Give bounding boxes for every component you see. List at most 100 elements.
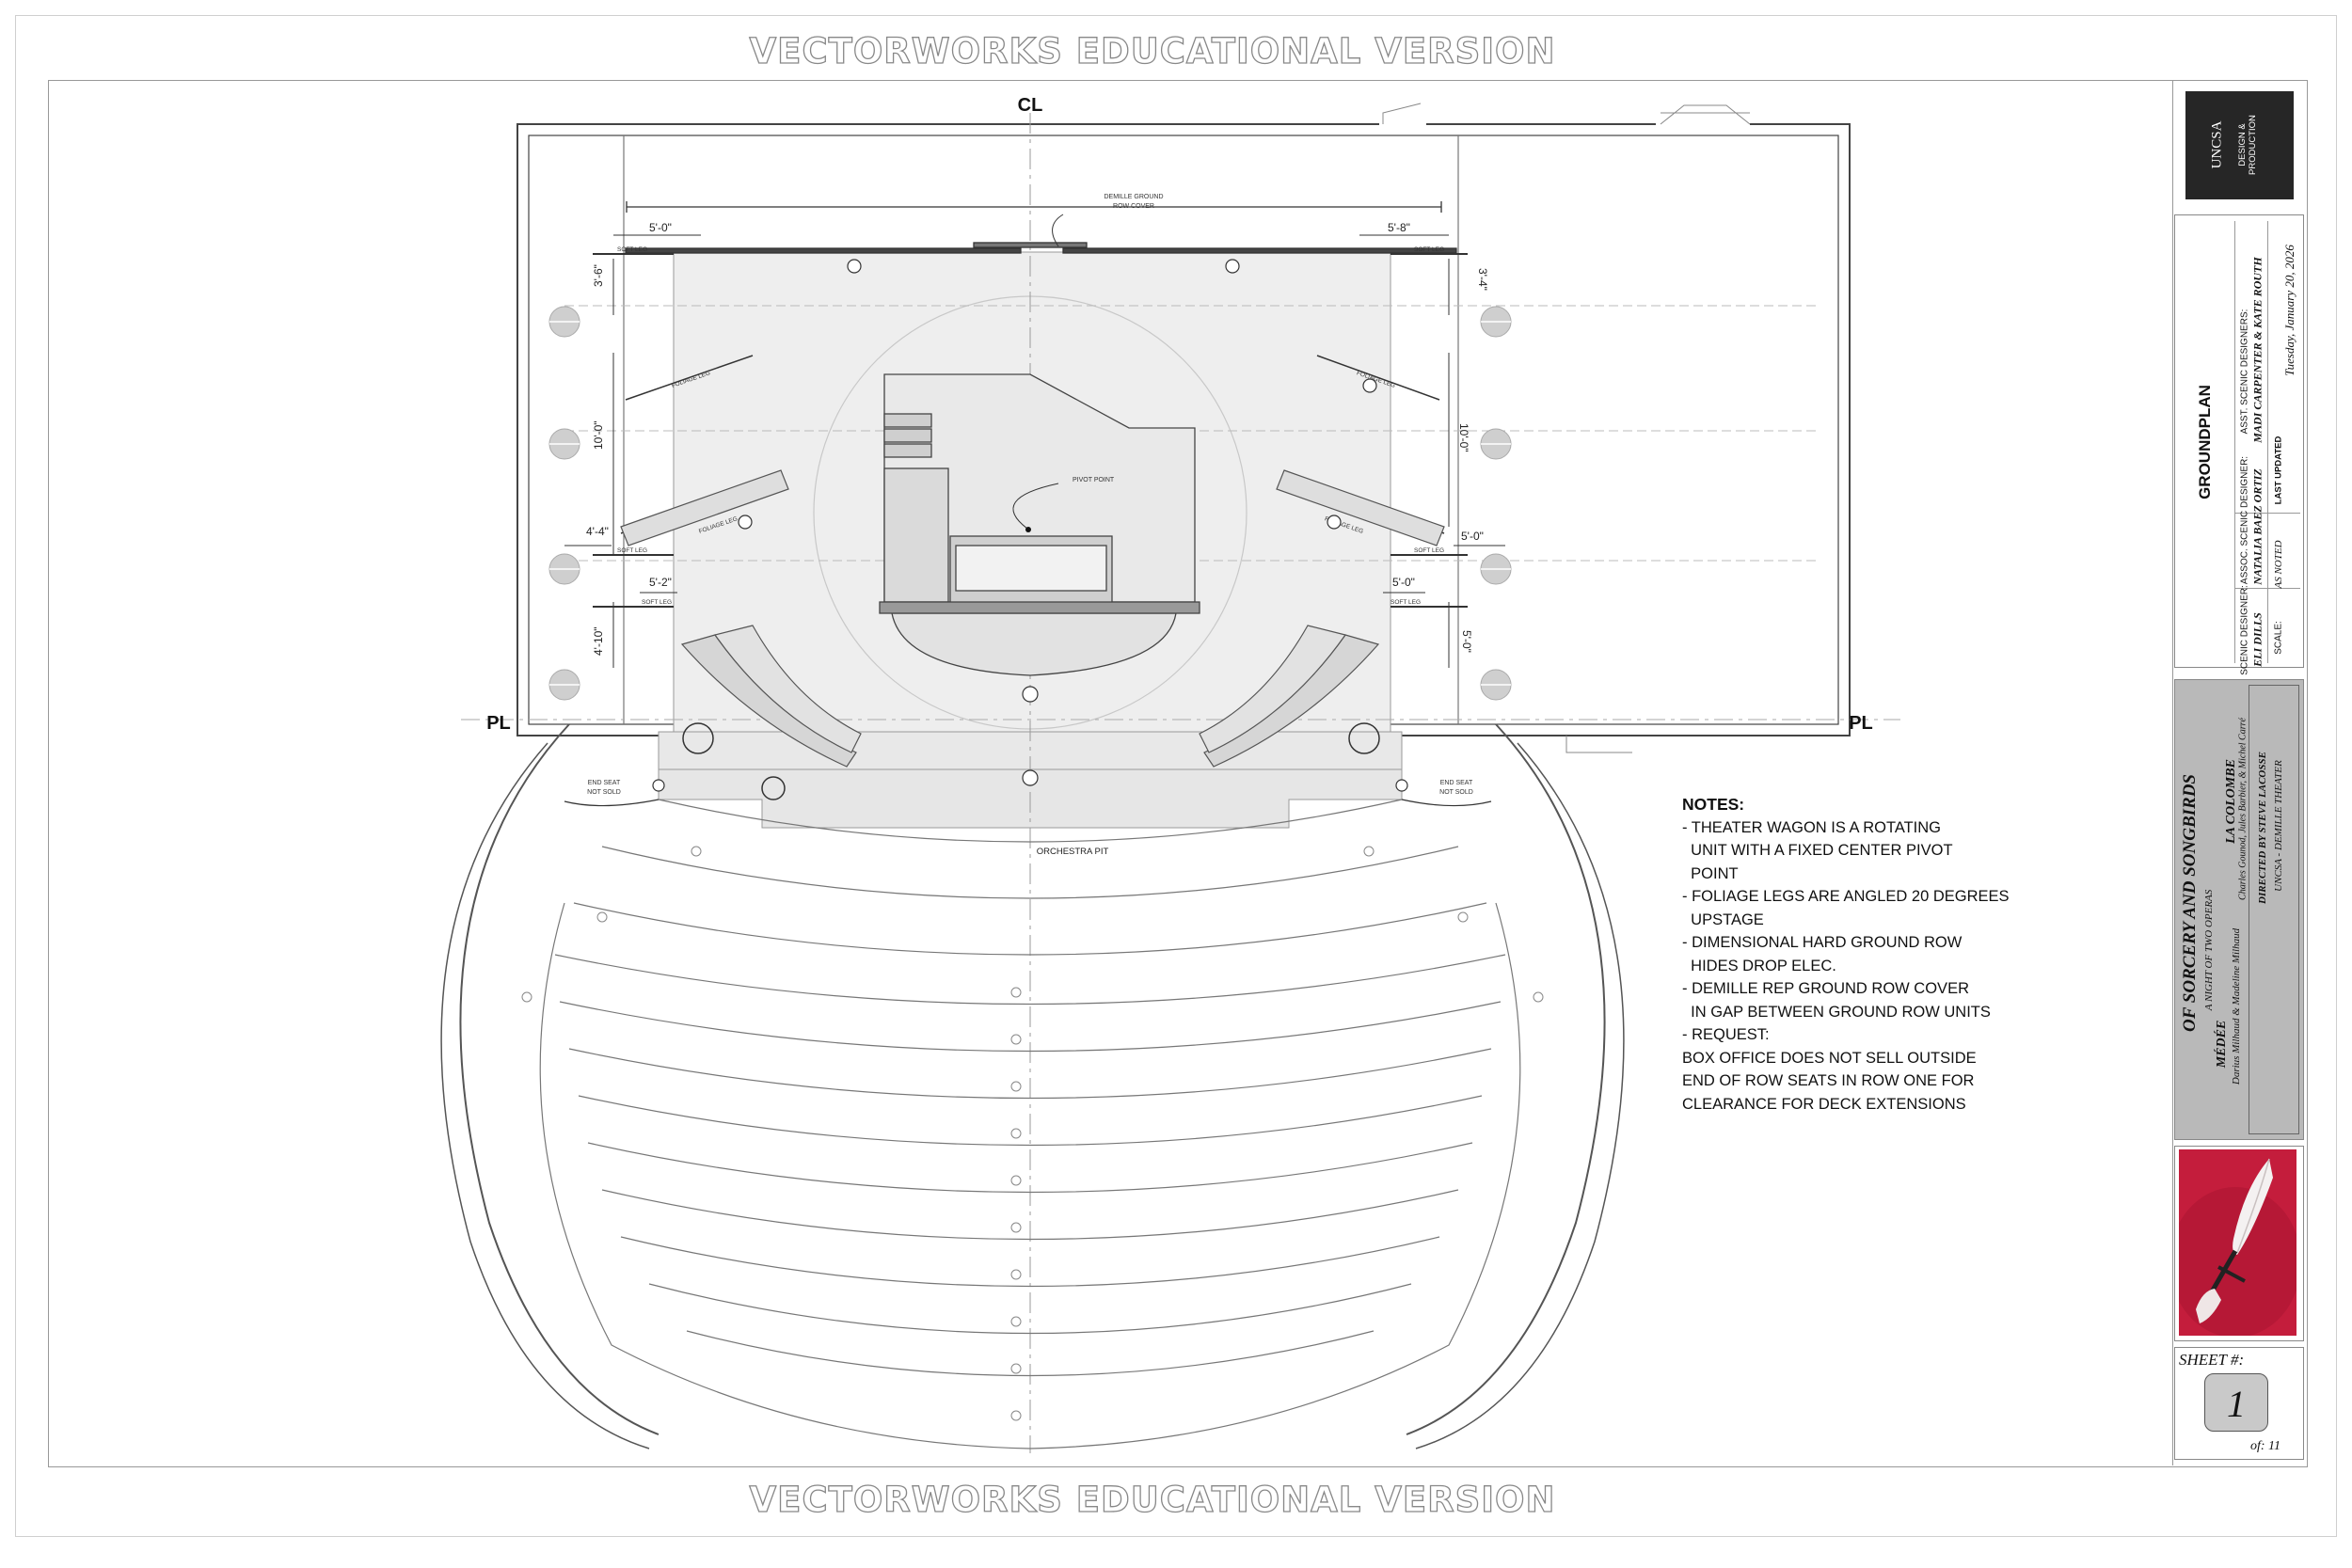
soft-leg-label: SOFT LEG	[617, 246, 647, 253]
assoc-designer-label: ASSOC. SCENIC DESIGNER:	[2239, 455, 2250, 585]
asst-designers-label: ASST. SCENIC DESIGNERS:	[2239, 309, 2250, 435]
logo-sub-2: PRODUCTION	[2248, 115, 2258, 175]
soft-leg-label: SOFT LEG	[1414, 246, 1444, 253]
end-seat-arrows	[564, 799, 1492, 807]
opera-1-title: MÉDÉE	[2215, 1020, 2229, 1069]
drawing-title: GROUNDPLAN	[2196, 385, 2214, 499]
centerline-symbol: CL	[1018, 95, 1043, 116]
deck-extensions	[680, 625, 1380, 768]
demille-cover-label-2: ROW COVER	[1113, 203, 1154, 210]
ground-row	[625, 201, 1457, 254]
aisle-markers	[521, 846, 1544, 1421]
title-block	[2172, 80, 2307, 1465]
dim-us-right: 5'-8"	[1388, 221, 1410, 234]
demille-cover-leader	[1052, 214, 1064, 247]
uncsa-logo: UNCSA DESIGN & PRODUCTION	[2185, 91, 2294, 199]
soft-leg-label: SOFT LEG	[617, 547, 647, 554]
soft-legs	[593, 253, 1468, 608]
seating-rows	[539, 799, 1521, 1449]
fixture-symbols	[652, 259, 1408, 792]
end-seat-label: NOT SOLD	[1439, 789, 1473, 796]
notes-heading: NOTES:	[1682, 795, 1745, 814]
drawing-frame	[48, 80, 2308, 1467]
scenic-designer-label: SCENIC DESIGNER:	[2239, 585, 2250, 675]
sheet-of: of: 11	[2250, 1439, 2281, 1453]
logo-sub: DESIGN & PRODUCTION	[2237, 115, 2258, 175]
note-line: HIDES DROP ELEC.	[1682, 957, 1836, 974]
dim-left-d: 5'-2"	[649, 576, 672, 589]
end-seat-label: NOT SOLD	[587, 789, 621, 796]
show-title: OF SORCERY AND SONGBIRDS	[2180, 773, 2200, 1033]
opera-1-credit: Darius Milhaud & Madeline Milhaud	[2231, 927, 2242, 1085]
quill-dagger-icon	[2179, 1149, 2296, 1336]
dim-right-d: 5'-0"	[1392, 576, 1415, 589]
note-line: POINT	[1682, 864, 1739, 882]
scale-label: SCALE:	[2273, 621, 2284, 655]
drawing-info-box	[2174, 214, 2304, 668]
dim-us-left: 5'-0"	[649, 221, 672, 234]
sheet-label: SHEET #:	[2179, 1351, 2245, 1369]
sheet-number-badge: 1	[2204, 1373, 2268, 1432]
opera-2-credit: Charles Gounod, Jules Barbier, & Michel …	[2237, 718, 2249, 900]
pivot-point-leader	[1012, 483, 1059, 530]
sheet-number: 1	[2227, 1383, 2246, 1425]
assoc-designer: NATALIA BAEZ ORTIZ	[2250, 468, 2265, 585]
dim-left-b: 10'-0"	[592, 420, 605, 450]
director-credit: DIRECTED BY STEVE LACOSSE	[2257, 752, 2268, 904]
note-line: - REQUEST:	[1682, 1026, 1770, 1043]
soft-leg-label: SOFT LEG	[1391, 599, 1421, 606]
sheet-border	[15, 15, 2337, 1537]
dim-left-e: 4'-10"	[592, 626, 605, 656]
watermark-top: VECTORWORKS EDUCATIONAL VERSION	[749, 30, 1556, 71]
note-line: UNIT WITH A FIXED CENTER PIVOT	[1682, 842, 1953, 859]
pivot-point-label: PIVOT POINT	[1073, 477, 1115, 483]
plaster-line-symbol: PL	[1849, 713, 1873, 734]
end-seat-label: END SEAT	[588, 780, 621, 786]
foliage-leg-units	[620, 469, 1445, 546]
loading-doors	[1382, 103, 1751, 753]
note-line: UPSTAGE	[1682, 911, 1764, 928]
plaster-line-symbol: PL	[486, 713, 511, 734]
dim-right-a: 3'-4"	[1476, 268, 1489, 291]
pivot-point-marker	[1025, 527, 1031, 532]
note-line: - DEMILLE REP GROUND ROW COVER	[1682, 980, 1969, 997]
dim-right-e: 5'-0"	[1460, 630, 1473, 653]
booms-split	[549, 321, 1511, 686]
show-poster-image	[2179, 1149, 2296, 1336]
stage-ext-circles	[682, 722, 1380, 800]
scale-value: AS NOTED	[2273, 540, 2284, 589]
note-line: IN GAP BETWEEN GROUND ROW UNITS	[1682, 1003, 1991, 1021]
logo-sub-1: DESIGN &	[2237, 123, 2248, 166]
dim-right-b: 10'-0"	[1457, 423, 1470, 452]
sheet-number-box	[2174, 1347, 2304, 1460]
house-walls	[440, 723, 1625, 1449]
end-seat-label: END SEAT	[1440, 780, 1473, 786]
note-line: BOX OFFICE DOES NOT SELL OUTSIDE	[1682, 1049, 1977, 1067]
watermark-bottom: VECTORWORKS EDUCATIONAL VERSION	[749, 1479, 1556, 1520]
note-line: END OF ROW SEATS IN ROW ONE FOR	[1682, 1072, 1975, 1089]
show-info-box	[2174, 679, 2304, 1140]
notes-block: NOTES: - THEATER WAGON IS A ROTATING UNI…	[1682, 793, 2010, 1116]
soft-leg-label: SOFT LEG	[642, 599, 672, 606]
demille-cover-label-1: DEMILLE GROUND	[1104, 194, 1163, 200]
orchestra-pit-label: ORCHESTRA PIT	[1037, 847, 1109, 857]
note-line: - DIMENSIONAL HARD GROUND ROW	[1682, 934, 1963, 951]
note-line: - THEATER WAGON IS A ROTATING	[1682, 818, 1942, 836]
last-updated-date: Tuesday, January 20, 2026	[2282, 245, 2296, 376]
scenic-designer: ELI DILLS	[2250, 612, 2265, 667]
wagon-stairs	[883, 413, 932, 458]
dim-left-c: 4'-4"	[586, 525, 609, 538]
show-subtitle: A NIGHT OF TWO OPERAS	[2203, 889, 2215, 1011]
logo-main: UNCSA	[2209, 120, 2225, 169]
dimension-lines	[564, 234, 1505, 668]
last-updated-label: LAST UPDATED	[2273, 436, 2284, 505]
note-line: CLEARANCE FOR DECK EXTENSIONS	[1682, 1095, 1966, 1113]
asst-designers: MADI CARPENTER & KATE ROUTH	[2250, 257, 2265, 443]
note-line: - FOLIAGE LEGS ARE ANGLED 20 DEGREES	[1682, 888, 2010, 905]
dim-left-a: 3'-6"	[592, 264, 605, 287]
soft-leg-label: SOFT LEG	[1414, 547, 1444, 554]
dim-right-c: 5'-0"	[1461, 530, 1484, 543]
venue: UNCSA - DEMILLE THEATER	[2273, 760, 2284, 892]
poster-frame	[2174, 1146, 2304, 1341]
